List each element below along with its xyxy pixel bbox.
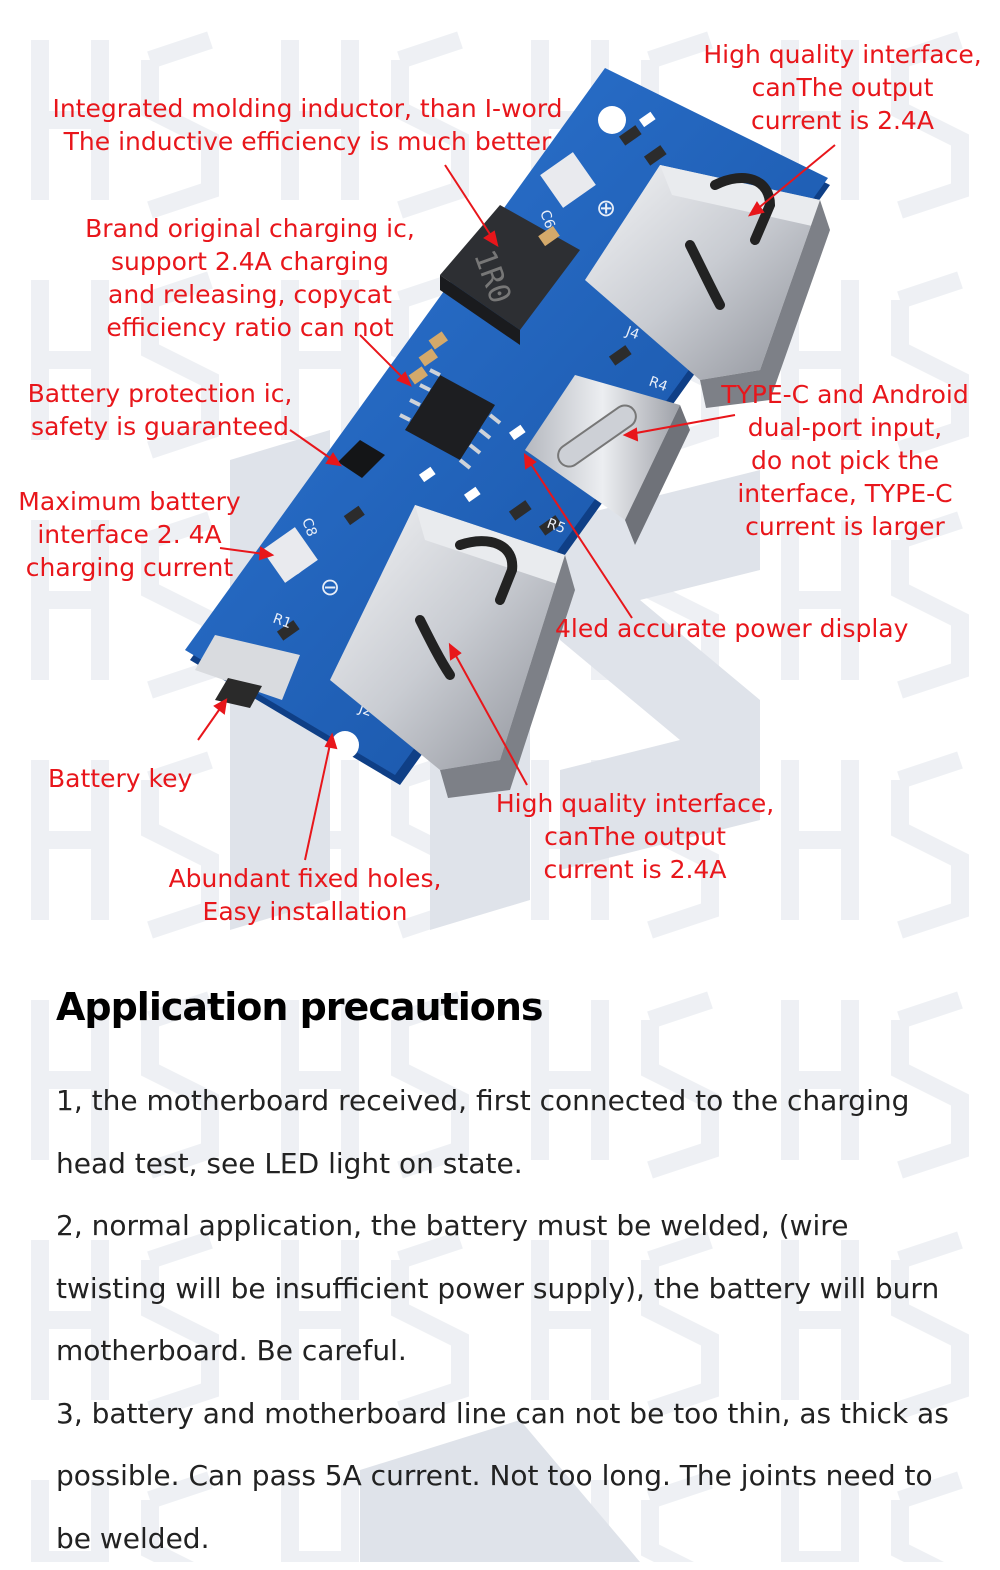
callout-battery-key: Battery key bbox=[48, 762, 248, 795]
precautions-list: 1, the motherboard received, first conne… bbox=[56, 1070, 956, 1570]
callout-holes: Abundant fixed holes, Easy installation bbox=[150, 862, 460, 928]
callout-led-display: 4led accurate power display bbox=[555, 612, 975, 645]
callout-top-usb: High quality interface, canThe output cu… bbox=[690, 38, 995, 137]
precaution-item: 2, normal application, the battery must … bbox=[56, 1195, 956, 1383]
precaution-item: 1, the motherboard received, first conne… bbox=[56, 1070, 956, 1195]
callout-bottom-usb: High quality interface, canThe output cu… bbox=[480, 787, 790, 886]
callout-protection-ic: Battery protection ic, safety is guarant… bbox=[10, 377, 310, 443]
mounting-hole bbox=[598, 106, 626, 134]
callout-inductor: Integrated molding inductor, than I-word… bbox=[30, 92, 585, 158]
precaution-item: 3, battery and motherboard line can not … bbox=[56, 1383, 956, 1570]
section-title: Application precautions bbox=[56, 985, 543, 1029]
label-minus: ⊖ bbox=[320, 573, 340, 601]
label-plus: ⊕ bbox=[596, 194, 616, 222]
callout-charging-ic: Brand original charging ic, support 2.4A… bbox=[60, 212, 440, 344]
callout-max-current: Maximum battery interface 2. 4A charging… bbox=[2, 485, 257, 584]
callout-typec: TYPE-C and Android dual-port input, do n… bbox=[700, 378, 990, 543]
